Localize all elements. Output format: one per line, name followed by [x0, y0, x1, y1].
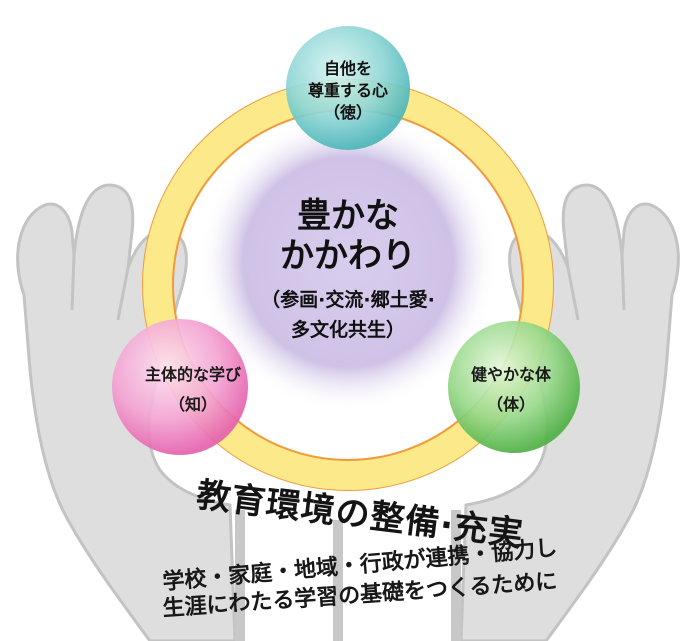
center-subtitle: （参画·交流·郷土愛· 多文化共生） — [210, 285, 486, 345]
center-title-line2: かかわり — [280, 236, 416, 276]
right-node-line2: （体） — [486, 395, 535, 414]
wrist-lines — [235, 510, 461, 641]
top-node-line2: 尊重する心 — [307, 81, 388, 100]
left-node-line1: 主体的な学び — [144, 365, 241, 384]
center-sub-line2: 多文化共生） — [290, 319, 405, 341]
left-node-circle — [112, 319, 248, 455]
right-node-circle — [448, 321, 580, 453]
right-node-line1: 健やかな体 — [470, 365, 551, 384]
left-node-label: 主体的な学び （知） — [118, 360, 268, 420]
top-node-label: 自他を 尊重する心 （徳） — [293, 58, 403, 124]
center-title: 豊かな かかわり — [228, 196, 468, 276]
top-node-line3: （徳） — [323, 103, 372, 122]
top-node-line1: 自他を — [323, 59, 372, 78]
right-node-label: 健やかな体 （体） — [446, 360, 576, 420]
center-title-line1: 豊かな — [297, 196, 399, 236]
center-glow — [198, 112, 498, 412]
center-sub-line1: （参画·交流·郷土愛· — [261, 289, 435, 311]
left-node-line2: （知） — [168, 395, 217, 414]
top-node-circle — [286, 26, 410, 150]
